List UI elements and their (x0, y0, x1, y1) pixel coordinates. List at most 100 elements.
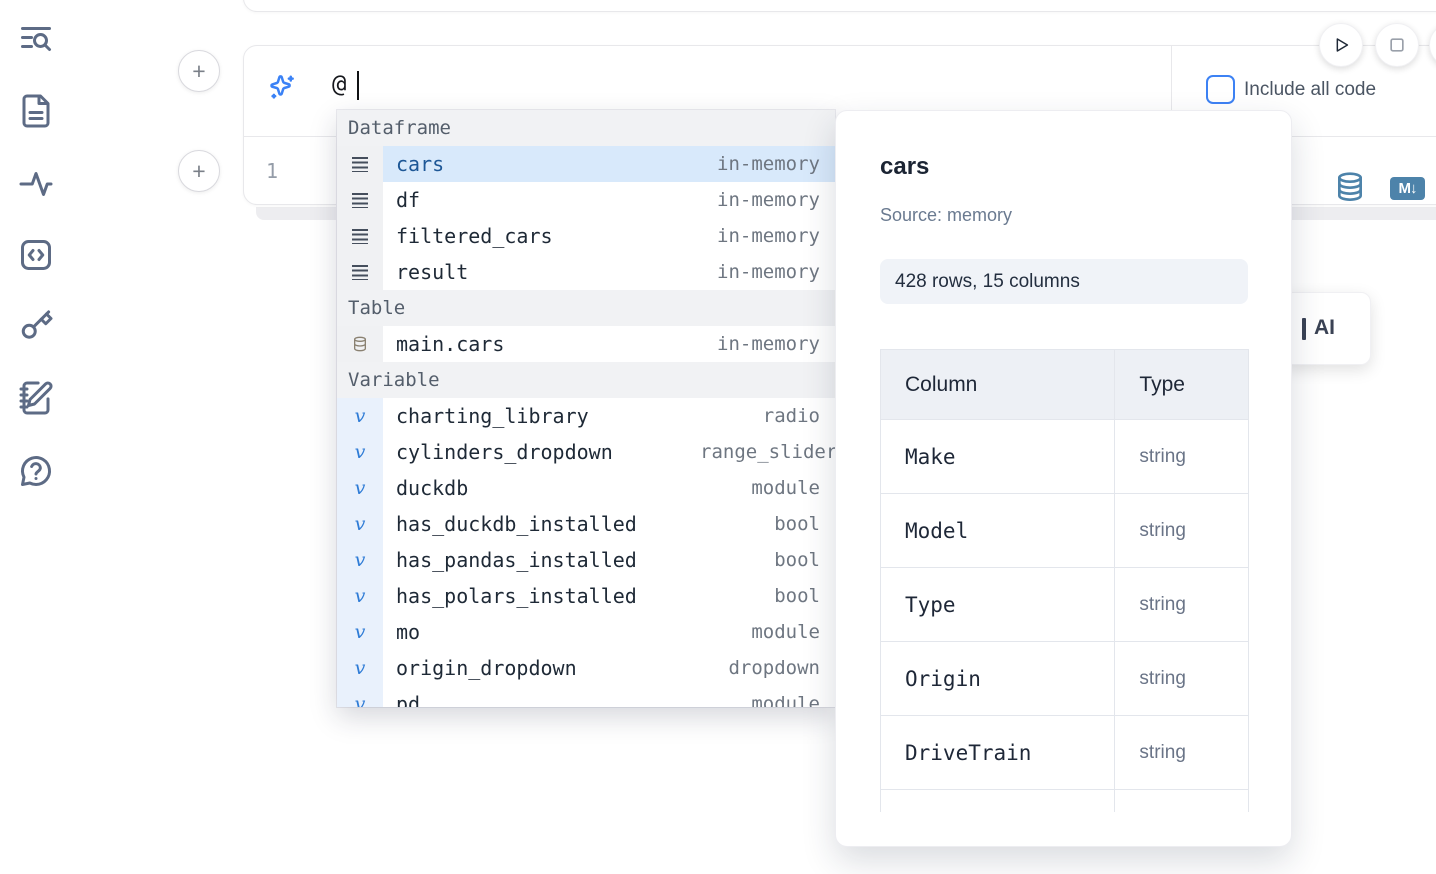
autocomplete-item-result[interactable]: result in-memory (337, 254, 835, 290)
ai-card-label: AI (1314, 316, 1335, 339)
activity-icon[interactable] (18, 166, 54, 202)
autocomplete-item-cars[interactable]: cars in-memory (337, 146, 835, 182)
code-square-icon[interactable] (18, 237, 54, 273)
variable-gutter: v (337, 614, 383, 650)
table-row: Model string (880, 493, 1249, 568)
column-type: string (1114, 641, 1249, 716)
prompt-input-text[interactable]: @ (332, 70, 347, 98)
run-cell-button[interactable] (1319, 23, 1363, 67)
include-all-code-checkbox[interactable] (1206, 75, 1235, 104)
add-cell-button-top[interactable]: + (178, 50, 220, 92)
autocomplete-item-mo[interactable]: v mo module (337, 614, 835, 650)
add-cell-button-bottom[interactable]: + (178, 150, 220, 192)
item-type: bool (774, 585, 820, 607)
variable-icon: v (354, 585, 366, 607)
dataframe-gutter (337, 146, 383, 182)
autocomplete-item-has-polars-installed[interactable]: v has_polars_installed bool (337, 578, 835, 614)
column-name: Make (880, 419, 1116, 494)
column-name: Model (880, 493, 1116, 568)
stop-square-icon (1390, 38, 1404, 52)
previous-cell (243, 0, 1436, 12)
datasource-icon[interactable] (1334, 170, 1366, 204)
item-type: bool (774, 513, 820, 535)
table-database-icon (354, 336, 366, 352)
column-header: Column (880, 349, 1116, 420)
schema-table: Column Type Make string Model string Typ… (880, 349, 1249, 812)
variable-gutter: v (337, 470, 383, 506)
item-type: in-memory (717, 153, 820, 175)
variable-gutter: v (337, 506, 383, 542)
item-name: df (396, 188, 421, 212)
item-name: origin_dropdown (396, 656, 577, 680)
dataframe-icon (352, 192, 368, 208)
variable-icon: v (354, 657, 366, 679)
item-type: radio (762, 405, 820, 427)
type-header: Type (1114, 349, 1249, 420)
autocomplete-item-charting-library[interactable]: v charting_library radio (337, 398, 835, 434)
item-type: module (751, 621, 820, 643)
autocomplete-item-duckdb[interactable]: v duckdb module (337, 470, 835, 506)
variable-icon: v (354, 693, 366, 707)
variable-gutter: v (337, 434, 383, 470)
autocomplete-item-origin-dropdown[interactable]: v origin_dropdown dropdown (337, 650, 835, 686)
schema-table-wrap: Column Type Make string Model string Typ… (880, 349, 1249, 812)
item-name: has_duckdb_installed (396, 512, 637, 536)
text-search-icon[interactable] (18, 21, 54, 57)
column-type: string (1114, 715, 1249, 790)
table-row: Origin string (880, 641, 1249, 716)
item-name: duckdb (396, 476, 469, 500)
key-icon[interactable] (18, 308, 54, 344)
table-header-row: Column Type (880, 349, 1249, 420)
section-header-variable: Variable (337, 362, 835, 398)
item-type: range_slider (700, 441, 835, 463)
column-name: Type (880, 567, 1116, 642)
stop-button[interactable] (1375, 23, 1419, 67)
variable-gutter: v (337, 542, 383, 578)
variable-gutter: v (337, 578, 383, 614)
section-header-table: Table (337, 290, 835, 326)
item-name: filtered_cars (396, 224, 553, 248)
shape-badge: 428 rows, 15 columns (880, 259, 1248, 304)
dataframe-gutter (337, 254, 383, 290)
include-all-code-label: Include all code (1244, 79, 1377, 100)
text-cursor (357, 71, 359, 100)
item-type: module (751, 477, 820, 499)
item-name: main.cars (396, 332, 505, 356)
variable-icon: v (354, 477, 366, 499)
autocomplete-item-filtered-cars[interactable]: filtered_cars in-memory (337, 218, 835, 254)
ai-action-card[interactable]: AI (1283, 292, 1371, 365)
column-name: DriveTrain (880, 715, 1116, 790)
markdown-convert-icon[interactable]: M↓ (1390, 177, 1425, 200)
variable-icon: v (354, 405, 366, 427)
autocomplete-item-has-pandas-installed[interactable]: v has_pandas_installed bool (337, 542, 835, 578)
table-gutter (337, 326, 383, 362)
item-type: in-memory (717, 333, 820, 355)
variable-icon: v (354, 549, 366, 571)
help-chat-icon[interactable] (18, 453, 54, 489)
column-type: string (1114, 493, 1249, 568)
autocomplete-item-main-cars[interactable]: main.cars in-memory (337, 326, 835, 362)
section-header-dataframe: Dataframe (337, 110, 835, 146)
autocomplete-item-has-duckdb-installed[interactable]: v has_duckdb_installed bool (337, 506, 835, 542)
item-name: pd (396, 692, 421, 707)
line-number: 1 (266, 159, 279, 183)
autocomplete-item-pd[interactable]: v pd module (337, 686, 835, 707)
item-name: has_polars_installed (396, 584, 637, 608)
autocomplete-item-df[interactable]: df in-memory (337, 182, 835, 218)
dataframe-gutter (337, 218, 383, 254)
variable-icon: v (354, 513, 366, 535)
item-type: bool (774, 549, 820, 571)
item-type: module (751, 693, 820, 707)
file-document-icon[interactable] (18, 93, 54, 129)
item-type: in-memory (717, 261, 820, 283)
panel-title: cars (880, 153, 930, 180)
item-name: result (396, 260, 469, 284)
table-row: Make string (880, 419, 1249, 494)
column-name: Origin (880, 641, 1116, 716)
item-type: dropdown (728, 657, 820, 679)
item-name: has_pandas_installed (396, 548, 637, 572)
notebook-pen-icon[interactable] (18, 380, 54, 416)
variable-icon: v (354, 621, 366, 643)
item-type: in-memory (717, 189, 820, 211)
autocomplete-item-cylinders-dropdown[interactable]: v cylinders_dropdown range_slider (337, 434, 835, 470)
